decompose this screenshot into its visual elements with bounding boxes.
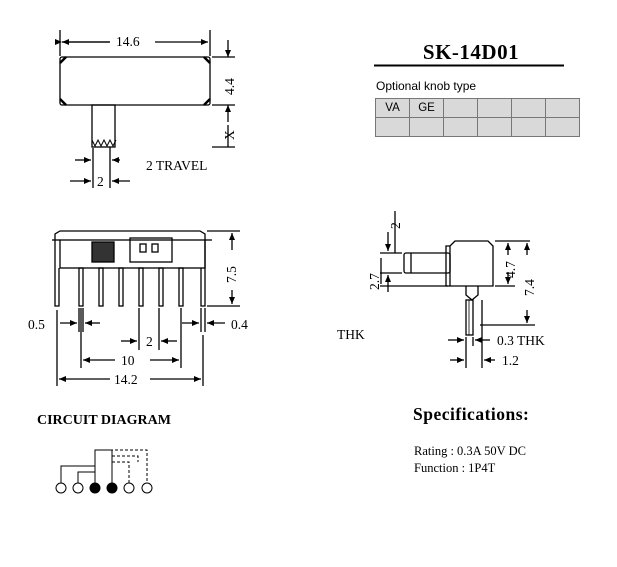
knob-option-cell — [477, 98, 512, 118]
specifications-title: Specifications: — [413, 404, 530, 424]
end-view — [380, 211, 535, 368]
knob-empty-cell — [443, 117, 478, 137]
dim-knob-2: 2 — [388, 222, 403, 229]
dim-7-4: 7.4 — [522, 279, 537, 296]
function-text: Function : 1P4T — [414, 461, 496, 475]
contact-5 — [123, 482, 135, 494]
pins — [78, 267, 184, 307]
frame-top — [54, 230, 206, 240]
dim-1-2: 1.2 — [502, 353, 519, 368]
switch-body-top — [59, 56, 211, 106]
rating-text: Rating : 0.3A 50V DC — [414, 444, 526, 458]
dim-lever-width: 2 — [97, 174, 104, 189]
contact-3 — [89, 482, 101, 494]
knob-empty-cell — [375, 117, 410, 137]
knob-option-cell — [511, 98, 546, 118]
switch-body-end — [449, 240, 494, 287]
knob-type-table: VA GE — [375, 98, 580, 137]
slider-knob-side — [91, 241, 115, 263]
dim-pin-width: 0.5 — [28, 317, 45, 332]
dim-pin-right: 0.4 — [231, 317, 248, 332]
side-view — [52, 230, 240, 386]
dim-pin-span: 10 — [121, 353, 135, 368]
contact-4 — [106, 482, 118, 494]
knob-type-label: Optional knob type — [376, 79, 477, 93]
dim-travel: 2 TRAVEL — [146, 158, 208, 173]
knob-empty-cell — [545, 117, 580, 137]
contact-6 — [141, 482, 153, 494]
title-underline — [374, 64, 564, 67]
dim-height-top: 4.4 — [222, 78, 237, 95]
knob-option-cell — [443, 98, 478, 118]
dim-pin-pitch: 2 — [146, 334, 153, 349]
contact-2 — [72, 482, 84, 494]
circuit-diagram-title: CIRCUIT DIAGRAM — [37, 413, 171, 428]
lever-end — [403, 252, 451, 274]
switch-body-side — [59, 239, 206, 269]
dim-4-7: 4.7 — [503, 261, 518, 278]
circuit-diagram — [55, 449, 153, 494]
dim-overall-width: 14.2 — [114, 372, 138, 387]
knob-option-cell: VA — [375, 98, 410, 118]
knob-empty-cell — [477, 117, 512, 137]
knob-option-cell — [545, 98, 580, 118]
dim-thk-value: 0.3 THK — [497, 333, 545, 348]
knob-empty-cell — [409, 117, 444, 137]
knob-option-cell: GE — [409, 98, 444, 118]
dim-x: X — [222, 130, 237, 140]
dim-height-side: 7.5 — [224, 266, 239, 283]
contact-1 — [55, 482, 67, 494]
lever-top — [91, 104, 116, 148]
top-view — [55, 30, 235, 188]
dim-2-7: 2.7 — [367, 273, 382, 290]
part-number-title: SK-14D01 — [422, 40, 520, 64]
knob-empty-cell — [511, 117, 546, 137]
dim-width-top: 14.6 — [116, 34, 140, 49]
dim-thk-left: THK — [337, 327, 365, 342]
